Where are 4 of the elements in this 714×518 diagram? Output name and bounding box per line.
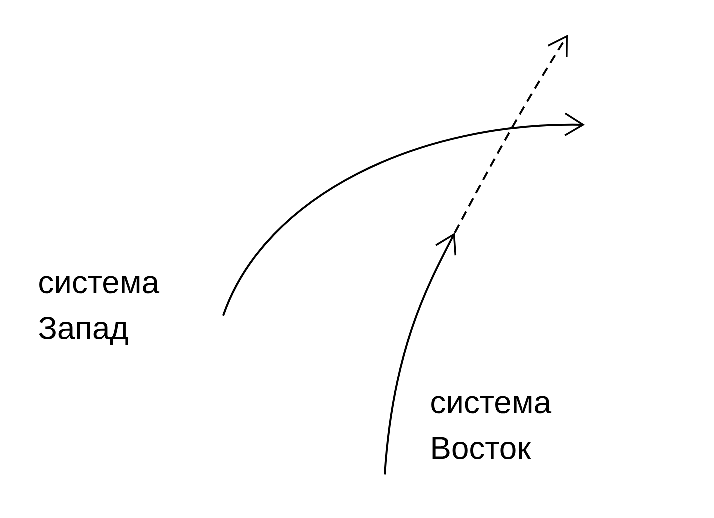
text-label: система Восток [432,396,552,460]
curved-arrow [222,112,586,316]
curved-arrow [384,35,568,475]
text-label: система Запад [39,276,160,346]
